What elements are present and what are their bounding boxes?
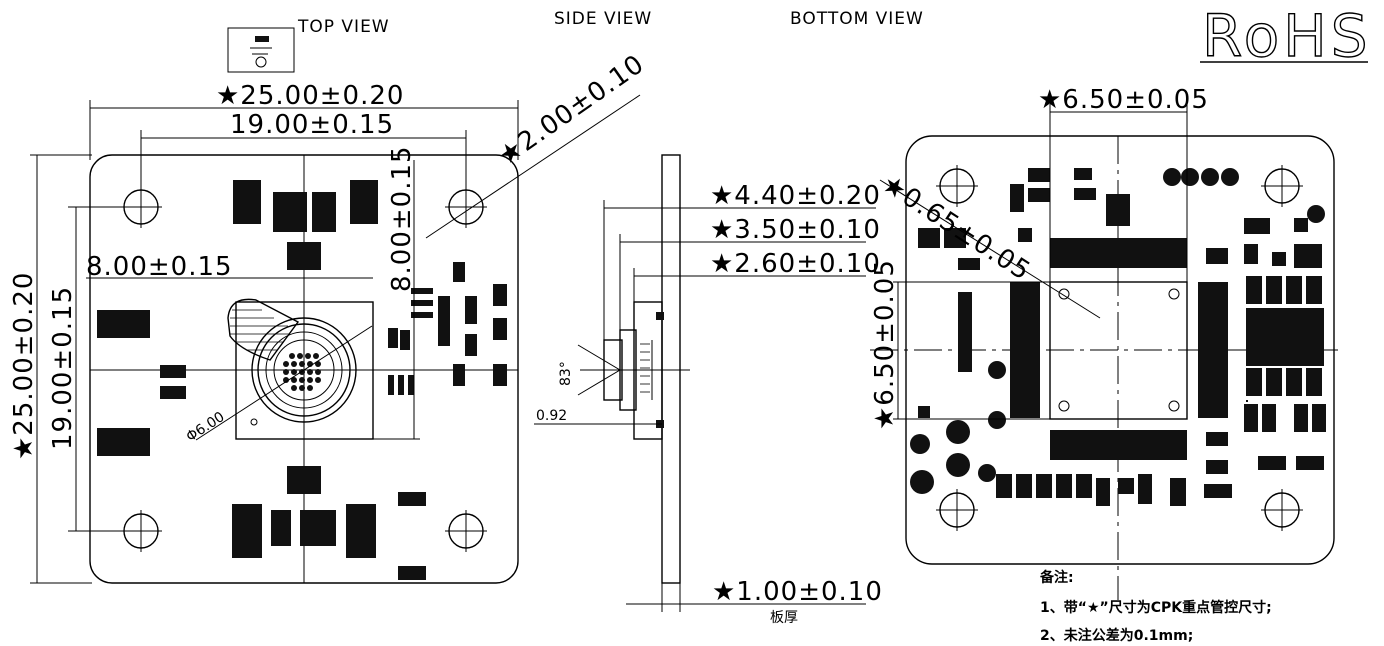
- dim-sensor-width: 8.00±0.15: [86, 252, 233, 282]
- bottom-view: BOTTOM VIEW RoHS: [790, 1, 1372, 644]
- top-view-title: TOP VIEW: [297, 17, 390, 37]
- board-thickness-label: 板厚: [770, 610, 798, 626]
- side-board: [661, 154, 681, 584]
- side-view: SIDE VIEW 83° ★4.40±0.20: [534, 9, 883, 626]
- dim-bottom-width: ★6.50±0.05: [1038, 85, 1209, 115]
- dim-top-height: ★25.00±0.20: [9, 272, 39, 460]
- dim-top-hole-vspacing: 19.00±0.15: [48, 286, 78, 450]
- notes: 备注: 1、带“★”尺寸为CPK重点管控尺寸; 2、未注公差为0.1mm;: [1039, 569, 1272, 644]
- dim-side-angle: 83°: [558, 361, 574, 386]
- lens-diameter-label: Φ6.00: [183, 409, 227, 445]
- notes-line-2: 2、未注公差为0.1mm;: [1040, 627, 1193, 644]
- orientation-icon: [227, 27, 295, 73]
- top-horizontal-dimensions: ★25.00±0.20 19.00±0.15 8.00±0.15: [86, 81, 519, 282]
- svg-text:RoHS: RoHS: [1202, 2, 1372, 70]
- top-view: TOP VIEW: [9, 17, 650, 584]
- bottom-sensor-pad: [1049, 281, 1188, 420]
- bottom-mounting-holes: [936, 165, 1303, 531]
- top-vertical-dimensions: ★25.00±0.20 19.00±0.15 8.00±0.15: [9, 145, 420, 584]
- bottom-view-title: BOTTOM VIEW: [790, 9, 924, 29]
- dim-top-width: ★25.00±0.20: [216, 81, 404, 111]
- top-components: [97, 180, 507, 580]
- sensor-lens: Φ6.00: [183, 298, 374, 445]
- side-lens-body: 83°: [558, 301, 664, 440]
- dim-sensor-height: 8.00±0.15: [387, 145, 417, 292]
- side-view-title: SIDE VIEW: [554, 9, 652, 29]
- dim-side-3-50: ★3.50±0.10: [710, 215, 881, 245]
- rohs-logo: RoHS: [1200, 1, 1372, 71]
- side-dimensions: ★4.40±0.20 ★3.50±0.10 ★2.60±0.10 0.92 ★1…: [534, 181, 883, 626]
- dim-top-hole-spacing: 19.00±0.15: [230, 110, 394, 140]
- hole-diameter-dimension: ★2.00±0.10: [425, 49, 650, 239]
- notes-line-1: 1、带“★”尺寸为CPK重点管控尺寸;: [1040, 599, 1272, 616]
- dim-side-4-40: ★4.40±0.20: [710, 181, 881, 211]
- dim-board-thickness: ★1.00±0.10: [712, 577, 883, 607]
- dim-hole-diameter: ★2.00±0.10: [493, 49, 650, 172]
- dim-bottom-height: ★6.50±0.05: [870, 259, 900, 430]
- dim-side-092: 0.92: [536, 408, 567, 424]
- dim-side-2-60: ★2.60±0.10: [710, 249, 881, 279]
- bottom-components: [910, 168, 1326, 506]
- notes-title: 备注:: [1039, 569, 1074, 586]
